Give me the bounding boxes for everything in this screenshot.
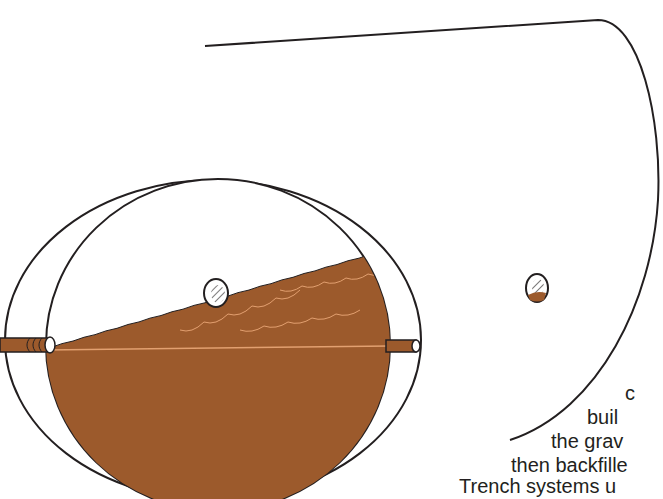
scum-line [240, 310, 360, 331]
wastewater [30, 248, 400, 499]
text-fragment: c [624, 382, 636, 404]
access-hole-side [526, 274, 548, 302]
text-fragment: buil [586, 406, 619, 428]
text-fragment: Trench systems u [458, 475, 617, 497]
access-hole-front [204, 279, 228, 307]
scum-line [280, 270, 390, 291]
sludge-line [40, 346, 395, 350]
text-fragment: then backfille [510, 454, 629, 476]
text-fragment: the grav [550, 430, 624, 452]
inlet-pipe [0, 337, 55, 353]
outlet-pipe [386, 340, 420, 352]
